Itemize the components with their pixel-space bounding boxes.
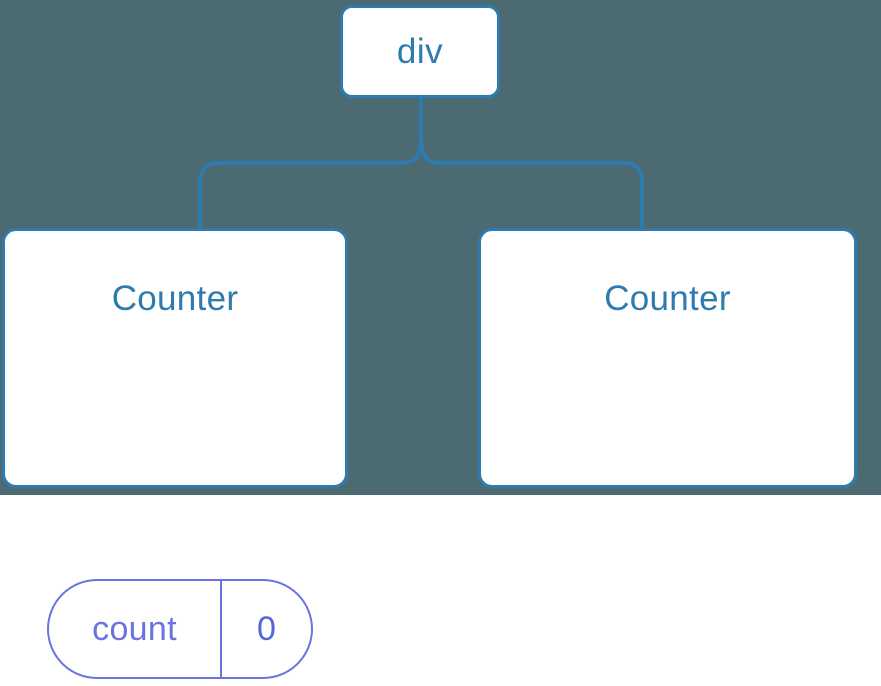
state-pill-count-left[interactable]: count 0: [47, 579, 313, 679]
node-counter-right-title: Counter: [604, 279, 731, 318]
state-key-left: count: [49, 581, 222, 677]
node-counter-right[interactable]: Counter count 1: [478, 228, 857, 488]
connector-branch-left: [198, 131, 423, 230]
node-div[interactable]: div: [340, 5, 500, 98]
node-counter-left[interactable]: Counter count 0: [2, 228, 348, 679]
node-div-label: div: [396, 31, 444, 71]
connector-lines: [198, 96, 644, 230]
state-value-left: 0: [257, 609, 276, 648]
connector-branch-right: [419, 131, 644, 230]
node-counter-left-title: Counter: [111, 279, 239, 318]
